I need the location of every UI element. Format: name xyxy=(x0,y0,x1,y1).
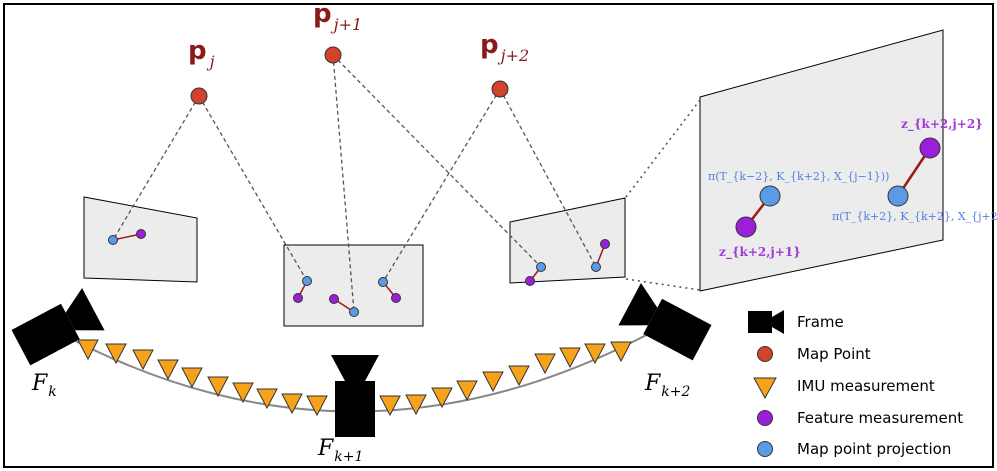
zoom-connector-bottom xyxy=(625,278,701,291)
legend-map-point-projection-icon xyxy=(757,441,773,457)
map-point-j1 xyxy=(324,46,342,64)
projection-label-right: π(T_{k+2}, K_{k+2}, X_{j+2})) xyxy=(832,210,997,223)
legend-label-map-point: Map Point xyxy=(797,345,871,363)
legend-map-point-icon xyxy=(757,346,773,362)
feature-label-bottom: z_{k+2,j+1} xyxy=(719,245,801,260)
camera-icon-k xyxy=(9,288,105,369)
zoomed-image-plane xyxy=(699,29,944,292)
legend-label-imu: IMU measurement xyxy=(797,377,935,395)
feature-label-top: z_{k+2,j+2} xyxy=(901,117,983,132)
legend-camera-icon xyxy=(748,310,784,334)
legend: Frame Map Point IMU measurement Feature … xyxy=(748,310,963,458)
frame-label-k1: Fk+1 xyxy=(317,436,363,465)
legend-label-projection: Map point projection xyxy=(797,440,951,458)
camera-icon-k1 xyxy=(331,355,379,437)
frame-label-k: Fk xyxy=(31,371,57,400)
legend-feature-measurement-icon xyxy=(757,410,773,426)
legend-label-frame: Frame xyxy=(797,313,844,331)
image-plane-k2 xyxy=(509,197,626,284)
image-plane-k xyxy=(83,196,198,283)
map-point-projections xyxy=(108,185,909,317)
camera-icon-k2 xyxy=(618,283,714,364)
feature-measurements xyxy=(136,137,941,304)
frame-label-k2: Fk+2 xyxy=(644,371,690,400)
zoom-connector-top xyxy=(625,99,701,198)
projection-label-left: π(T_{k−2}, K_{k+2}, X_{j−1})) xyxy=(708,170,889,183)
map-point-j xyxy=(190,87,208,105)
imu-measurements xyxy=(77,339,632,417)
figure-border xyxy=(3,3,994,468)
projection-rays xyxy=(112,54,597,313)
legend-imu-triangle-icon xyxy=(753,377,777,400)
legend-label-feature: Feature measurement xyxy=(797,409,963,427)
map-point-j2 xyxy=(491,80,509,98)
